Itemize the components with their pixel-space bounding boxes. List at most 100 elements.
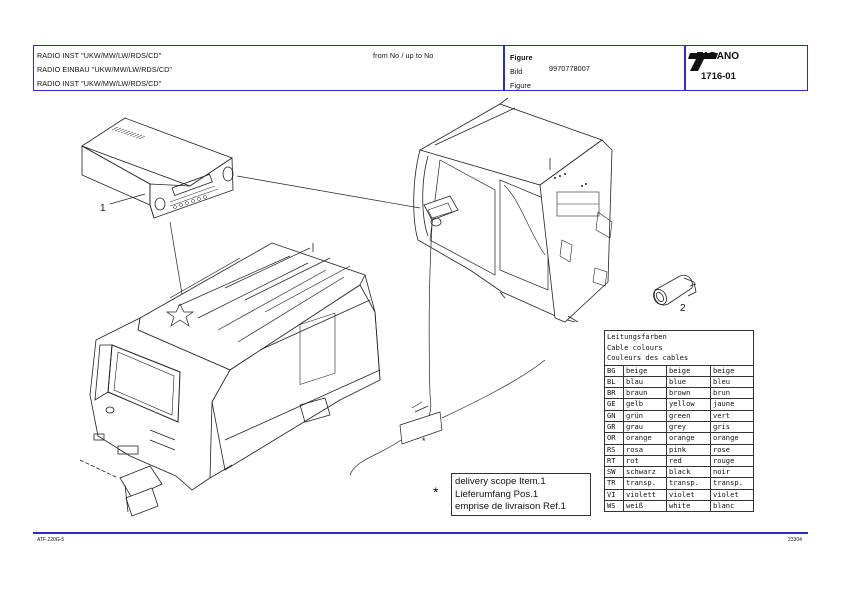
- table-title-fr: Couleurs des cables: [607, 353, 689, 362]
- colour-fr-cell: rouge: [710, 454, 754, 468]
- colour-de-cell: violett: [623, 488, 667, 502]
- colour-de-cell: gelb: [623, 398, 667, 411]
- leader-line: [109, 193, 146, 205]
- title-block-divider: [684, 45, 686, 91]
- figure-label-fr: Figure: [510, 81, 531, 90]
- connector-plug-drawing: [653, 274, 697, 306]
- colour-de-cell: schwarz: [623, 466, 667, 479]
- colour-fr-cell: noir: [710, 466, 754, 479]
- colour-de-cell: grau: [623, 420, 667, 434]
- colour-fr-cell: vert: [710, 409, 754, 422]
- colour-en-cell: brown: [666, 387, 711, 400]
- table-title-en: Cable colours: [607, 342, 663, 352]
- colour-code-cell: RS: [604, 443, 624, 456]
- colour-de-cell: braun: [623, 387, 667, 400]
- callout-item-2: 2: [680, 303, 686, 314]
- colour-en-cell: transp.: [666, 477, 711, 490]
- colour-fr-cell: transp.: [710, 477, 754, 490]
- footer-rule: [33, 532, 808, 534]
- leader-line: [236, 175, 421, 209]
- table-title: Leitungsfarben Cable colours Couleurs de…: [604, 330, 754, 366]
- colour-fr-cell: rose: [710, 443, 754, 456]
- colour-code-cell: SW: [604, 466, 624, 479]
- cab-interior-drawing: [413, 97, 613, 323]
- colour-code-cell: TR: [604, 477, 624, 490]
- footer-model-code: ATF 220G-5: [37, 537, 65, 543]
- title-line-de: RADIO EINBAU "UKW/MW/LW/RDS/CD": [37, 65, 173, 74]
- radio-unit-drawing: [81, 117, 234, 219]
- colour-en-cell: black: [666, 466, 711, 479]
- table-title-de: Leitungsfarben: [607, 332, 667, 341]
- colour-fr-cell: jaune: [710, 398, 754, 411]
- table-title-row: Leitungsfarben Cable colours Couleurs de…: [604, 330, 754, 366]
- colour-code-cell: BR: [604, 387, 624, 400]
- callout-item-1: 1: [100, 203, 106, 214]
- colour-fr-cell: brun: [710, 387, 754, 400]
- figure-label-de: Bild: [510, 67, 523, 76]
- colour-code-cell: GE: [604, 398, 624, 411]
- delivery-note-box: delivery scope Item.1 Lieferumfang Pos.1…: [451, 473, 591, 516]
- title-block-divider: [503, 45, 505, 91]
- leader-line: [169, 221, 183, 295]
- colour-en-cell: red: [666, 454, 711, 468]
- colour-en-cell: green: [666, 409, 711, 422]
- colour-de-cell: orange: [623, 432, 667, 445]
- colour-en-cell: yellow: [666, 398, 711, 411]
- colour-code-cell: BL: [604, 375, 624, 389]
- delivery-note-en: delivery scope Item.1: [455, 476, 546, 487]
- colour-en-cell: pink: [666, 443, 711, 456]
- colour-code-cell: GR: [604, 420, 624, 434]
- colour-en-cell: white: [666, 500, 711, 513]
- title-line-fr: RADIO INST "UKW/MW/LW/RDS/CD": [37, 79, 162, 88]
- tadano-logo-icon: [688, 53, 718, 71]
- delivery-note-fr: emprise de livraison Ref.1: [455, 501, 566, 512]
- colour-code-cell: OR: [604, 432, 624, 445]
- colour-de-cell: grün: [623, 409, 667, 422]
- colour-code-cell: BG: [604, 364, 624, 377]
- colour-code-cell: VI: [604, 488, 624, 502]
- colour-en-cell: violet: [666, 488, 711, 502]
- colour-fr-cell: violet: [710, 488, 754, 502]
- figure-label-en: Figure: [510, 53, 533, 62]
- colour-de-cell: beige: [623, 364, 667, 377]
- cable-route: [349, 224, 546, 476]
- figure-number: 1716-01: [701, 71, 736, 82]
- title-block-frame: [33, 45, 808, 91]
- colour-fr-cell: beige: [710, 364, 754, 377]
- colour-fr-cell: bleu: [710, 375, 754, 389]
- colour-fr-cell: blanc: [710, 500, 754, 513]
- colour-fr-cell: gris: [710, 420, 754, 434]
- brand-name: TADANO: [697, 51, 740, 62]
- colour-de-cell: weiß: [623, 500, 667, 513]
- range-label: from No / up to No: [373, 51, 434, 60]
- colour-en-cell: grey: [666, 420, 711, 434]
- colour-code-cell: WS: [604, 500, 624, 513]
- colour-en-cell: orange: [666, 432, 711, 445]
- delivery-note-de: Lieferumfang Pos.1: [455, 488, 539, 500]
- part-number: 9970778007: [549, 64, 590, 73]
- colour-de-cell: rot: [623, 454, 667, 468]
- colour-de-cell: rosa: [623, 443, 667, 456]
- cable-colour-table: Leitungsfarben Cable colours Couleurs de…: [604, 330, 754, 513]
- cab-lower-drawing: [79, 242, 381, 517]
- colour-code-cell: GN: [604, 409, 624, 422]
- colour-fr-cell: orange: [710, 432, 754, 445]
- colour-code-cell: RT: [604, 454, 624, 468]
- colour-de-cell: blau: [623, 375, 667, 389]
- title-line-en: RADIO INST "UKW/MW/LW/RDS/CD": [37, 51, 162, 60]
- delivery-scope-marker: *: [422, 436, 426, 446]
